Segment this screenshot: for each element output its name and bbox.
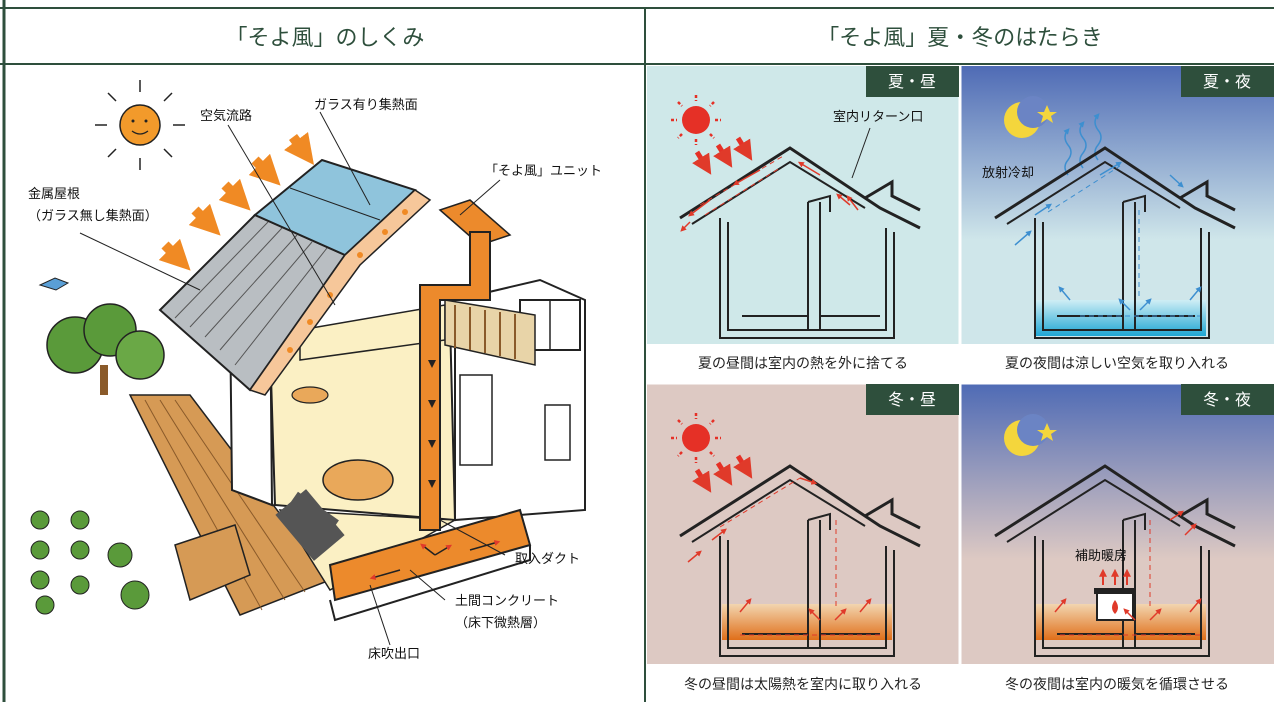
tag-summer-night: 夏・夜 [1203,72,1251,91]
heater-icon [1094,568,1136,621]
sun-icon [671,95,721,145]
label-floor-outlet: 床吹出口 [368,647,420,662]
caption-winter-night: 冬の夜間は室内の暖気を循環させる [1005,676,1229,693]
star-icon [1037,105,1057,123]
label-soyokaze-unit: 「そよ風」ユニット [485,164,602,179]
label-metal-roof-note: （ガラス無し集熱面） [28,208,158,224]
label-radiative-cooling: 放射冷却 [982,165,1034,181]
tag-winter-night: 冬・夜 [1203,390,1251,409]
sunlight-arrows [158,132,314,271]
star-icon [1037,423,1057,441]
sun-icon [95,80,185,170]
label-metal-roof: 金属屋根 [28,186,80,202]
intake-duct [419,231,491,531]
moon-icon [1004,96,1049,138]
right-title: 「そよ風」夏・冬のはたらき [817,26,1103,51]
soyokaze-unit [438,199,512,246]
label-auxiliary-heating: 補助暖房 [1075,548,1127,564]
tag-winter-day: 冬・昼 [888,390,936,409]
sun-icon [671,413,721,463]
caption-summer-night: 夏の夜間は涼しい空気を取り入れる [1005,356,1229,372]
left-title: 「そよ風」のしくみ [226,26,425,51]
label-concrete-floor-note: （床下微熱層） [455,616,546,631]
label-intake-duct: 取入ダクト [515,552,580,567]
house-illustration [30,80,586,646]
tree-icon [46,303,165,395]
caption-winter-day: 冬の昼間は太陽熱を室内に取り入れる [684,676,922,693]
label-glass-collector: ガラス有り集熱面 [314,97,418,113]
label-indoor-return: 室内リターン口 [833,109,923,125]
label-concrete-floor: 土間コンクリート [455,594,559,609]
tag-summer-day: 夏・昼 [888,72,936,91]
garden-plants [30,510,150,615]
caption-summer-day: 夏の昼間は室内の熱を外に捨てる [698,355,908,372]
bird-icon [38,277,70,291]
moon-icon [1004,414,1049,456]
label-air-path: 空気流路 [200,108,252,124]
